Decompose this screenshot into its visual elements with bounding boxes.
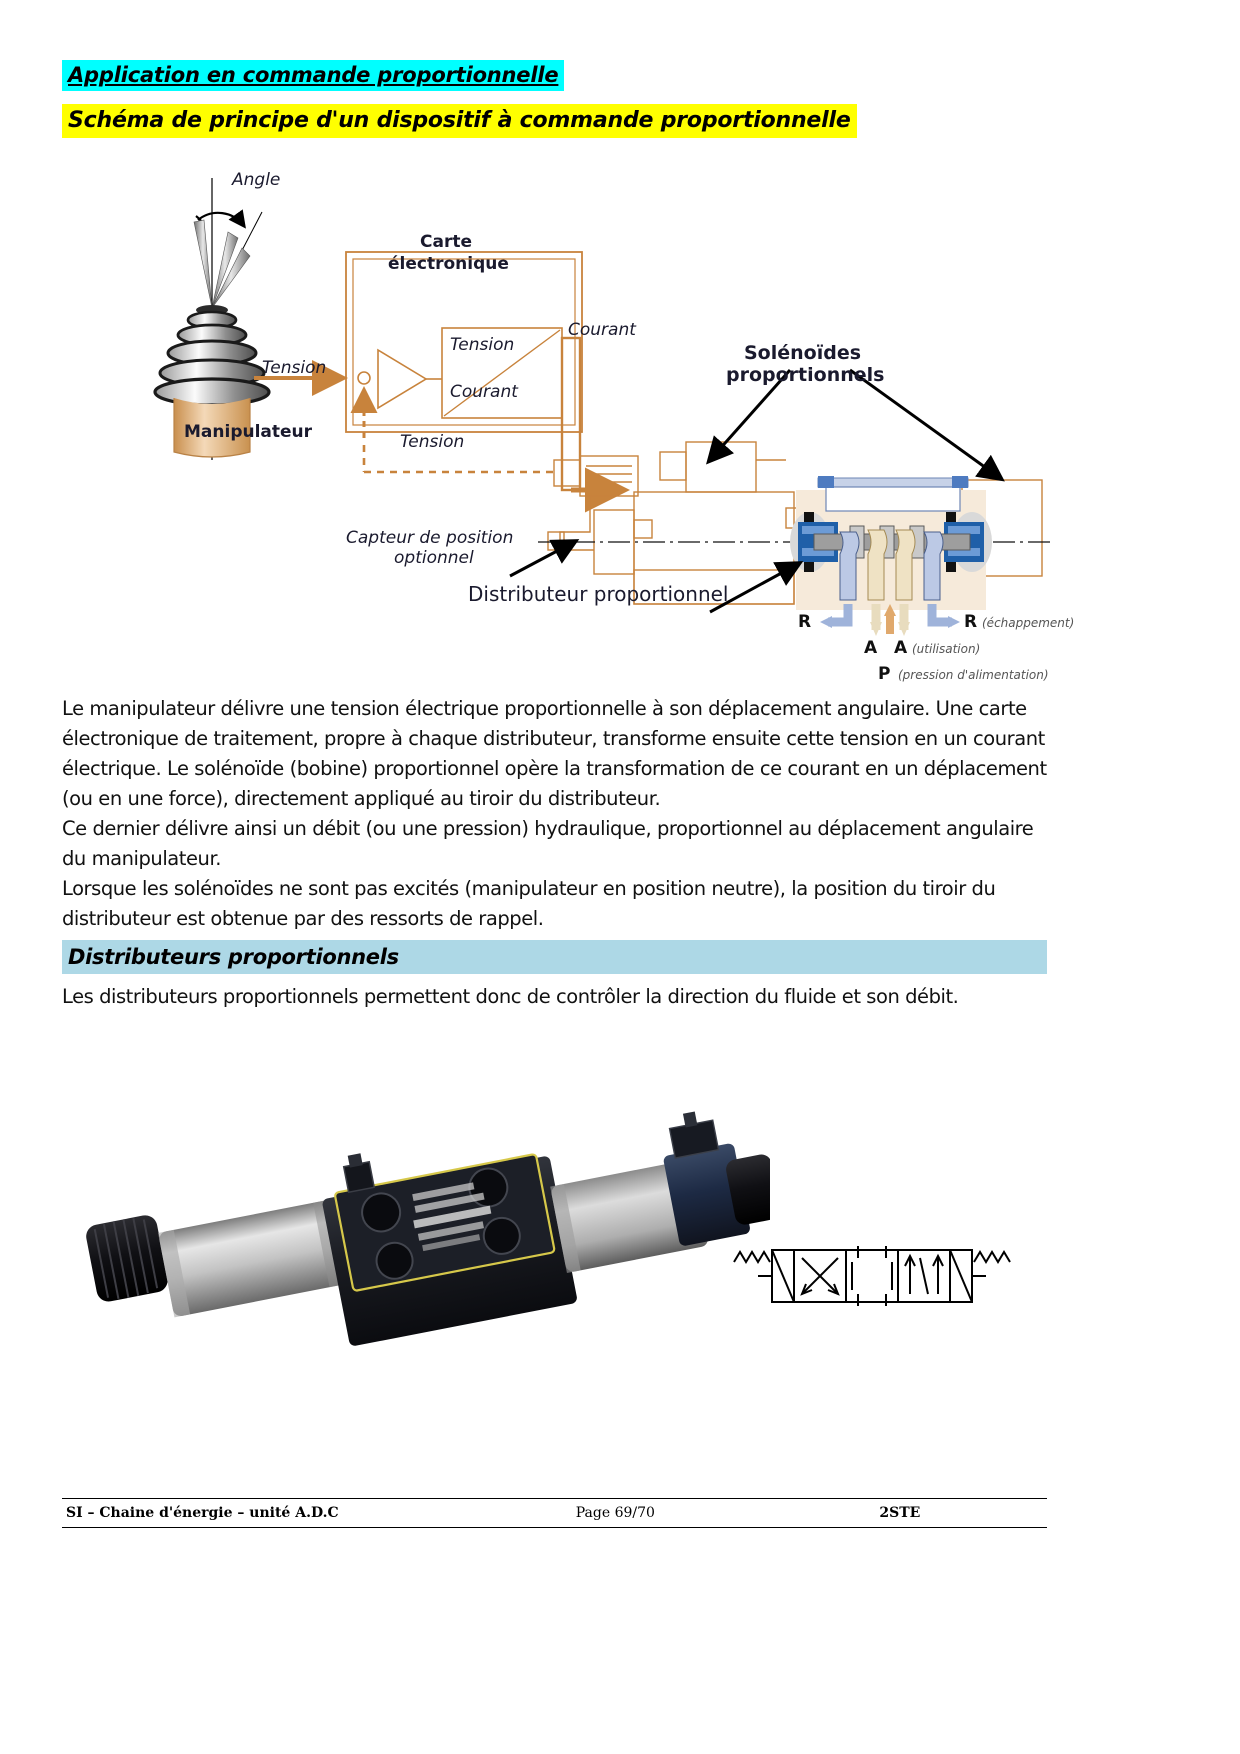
label-port-a-left: A — [864, 638, 878, 658]
label-carte-line1: Carte — [420, 232, 472, 252]
page-footer: SI – Chaine d'énergie – unité A.D.C Page… — [62, 1498, 1047, 1528]
paragraph-1: Le manipulateur délivre une tension élec… — [62, 697, 1047, 810]
section-paragraph-block: Les distributeurs proportionnels permett… — [62, 982, 1047, 1012]
page-subtitle: Schéma de principe d'un dispositif à com… — [62, 104, 857, 138]
proportional-valve-photo — [70, 1060, 781, 1390]
label-courant-output: Courant — [568, 320, 636, 340]
footer-left-text: SI – Chaine d'énergie – unité A.D.C — [66, 1505, 339, 1521]
section-heading-band: Distributeurs proportionnels — [62, 940, 1047, 974]
main-paragraph-block: Le manipulateur délivre une tension élec… — [62, 694, 1047, 934]
joystick-graphic — [153, 178, 271, 460]
label-distributeur: Distributeur proportionnel — [468, 582, 729, 606]
label-tension-feedback: Tension — [400, 432, 465, 452]
footer-class-label: 2STE — [879, 1505, 921, 1521]
label-box-courant: Courant — [450, 382, 518, 402]
label-angle: Angle — [232, 170, 281, 190]
paragraph-3: Lorsque les solénoïdes ne sont pas excit… — [62, 877, 996, 930]
label-port-r-right: R — [964, 612, 978, 632]
courant-output-path — [560, 336, 630, 513]
valve-main-body — [322, 1153, 577, 1346]
sensor-pointer — [509, 539, 580, 578]
label-port-p-note: (pression d'alimentation) — [898, 668, 1049, 682]
label-manipulateur: Manipulateur — [184, 422, 313, 442]
valve-right-solenoid — [550, 1160, 708, 1274]
electronic-card-graphic — [345, 251, 583, 438]
valve-left-solenoid — [158, 1198, 352, 1318]
label-port-r-note: (échappement) — [982, 616, 1075, 630]
valve-right-cap — [726, 1154, 781, 1225]
schematic-svg — [153, 178, 1050, 636]
label-capteur-line2: optionnel — [394, 548, 474, 568]
hydraulic-symbol-svg — [733, 1246, 1011, 1306]
label-port-a-note: (utilisation) — [912, 642, 981, 656]
hydraulic-symbol-diagram — [728, 1228, 1018, 1323]
paragraph-2: Ce dernier délivre ainsi un débit (ou un… — [62, 817, 1034, 870]
label-solenoides-line1: Solénoïdes — [744, 342, 862, 364]
paragraph-section: Les distributeurs proportionnels permett… — [62, 985, 959, 1008]
page-title-main: Application en commande proportionnelle — [62, 60, 565, 91]
valve-photo-svg — [86, 1111, 781, 1346]
solenoid-pointer-left — [706, 369, 792, 465]
label-port-p: P — [878, 664, 891, 684]
section-heading-label: Distributeurs proportionnels — [68, 945, 399, 969]
label-solenoides-line2: proportionnels — [726, 364, 885, 386]
label-carte-line2: électronique — [388, 254, 509, 274]
spool-valve-cross-section — [790, 476, 992, 636]
principle-schematic-diagram: Angle Tension Carte électronique Tension… — [150, 160, 1074, 684]
label-tension-input: Tension — [262, 358, 327, 378]
valve-pointer — [709, 561, 804, 614]
label-port-a-right: A — [894, 638, 908, 658]
label-capteur-line1: Capteur de position — [346, 528, 514, 548]
footer-page-number: Page 69/70 — [575, 1505, 655, 1521]
label-box-tension: Tension — [450, 335, 515, 355]
label-port-r-left: R — [798, 612, 812, 632]
valve-left-cap — [86, 1215, 168, 1302]
solenoid-pointer-right — [849, 368, 1005, 482]
tension-feedback-path — [362, 445, 554, 474]
